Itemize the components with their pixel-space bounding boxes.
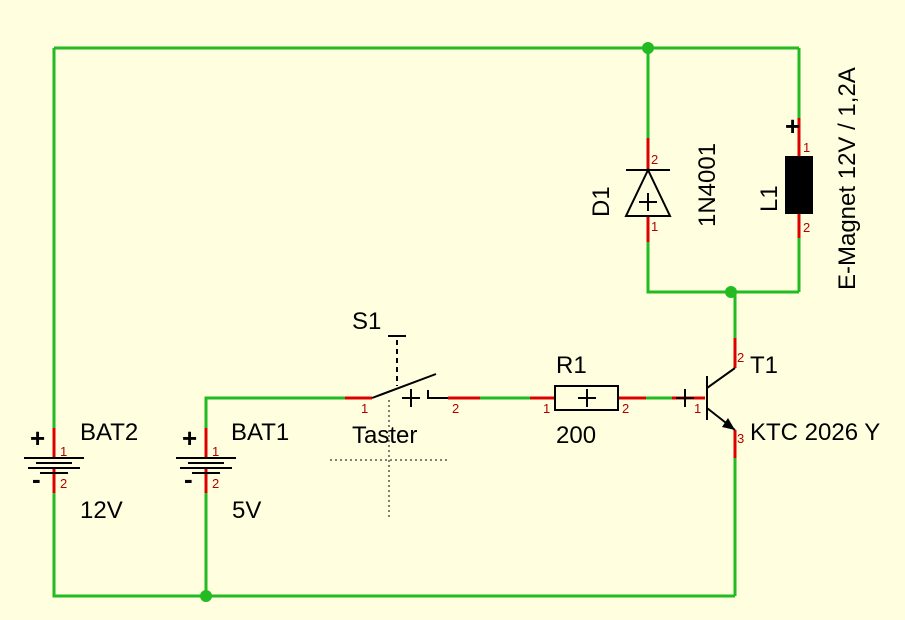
- coil-l1[interactable]: + 1 2 L1 E-Magnet 12V / 1,2A: [756, 67, 861, 290]
- t1-value: KTC 2026 Y: [750, 419, 880, 446]
- s1-pin1-number: 1: [361, 401, 368, 416]
- t1-pin1-number: 1: [694, 401, 701, 416]
- l1-reference: L1: [756, 185, 783, 212]
- t1-reference: T1: [750, 352, 778, 379]
- junction-dot: [642, 42, 654, 54]
- diode-triangle: [624, 167, 672, 217]
- bat2-minus-sign: -: [32, 464, 41, 494]
- bat1-pin2-number: 2: [212, 476, 219, 491]
- transistor-collector-line: [706, 367, 736, 389]
- d1-reference: D1: [588, 186, 615, 217]
- d1-pin1-number: 1: [651, 219, 658, 234]
- wires: [52, 42, 801, 602]
- s1-reference: S1: [352, 308, 381, 335]
- l1-plus-sign: +: [785, 111, 800, 141]
- r1-reference: R1: [556, 352, 587, 379]
- t1-pin3-number: 3: [737, 431, 744, 446]
- bat2-plus-sign: +: [30, 423, 45, 453]
- battery-bat2[interactable]: + - 1 2 BAT2 12V: [24, 419, 138, 524]
- bat2-value: 12V: [80, 497, 123, 524]
- switch-contact: [371, 373, 437, 399]
- switch-s1[interactable]: 1 2 S1 Taster: [330, 308, 480, 520]
- bat1-pin1-number: 1: [212, 444, 219, 459]
- l1-pin1-number: 1: [803, 140, 810, 155]
- battery-bat1[interactable]: + - 1 2 BAT1 5V: [176, 419, 289, 524]
- bat1-plus-sign: +: [182, 423, 197, 453]
- bat1-reference: BAT1: [231, 419, 289, 446]
- l1-pin2-number: 2: [803, 220, 810, 235]
- d1-value: 1N4001: [694, 143, 721, 227]
- bat1-minus-sign: -: [184, 464, 193, 494]
- bat2-pin1-number: 1: [60, 444, 67, 459]
- coil-body: [785, 156, 813, 214]
- bat2-pin2-number: 2: [60, 476, 67, 491]
- junction-dot: [725, 286, 737, 298]
- s1-value: Taster: [352, 422, 417, 449]
- wire-bat1-top: [204, 396, 345, 428]
- transistor-emitter-arrow: [722, 418, 735, 430]
- d1-pin2-number: 2: [651, 152, 658, 167]
- wire-diode-bottom: [646, 242, 799, 294]
- bat1-value: 5V: [232, 497, 261, 524]
- bat2-reference: BAT2: [80, 419, 138, 446]
- switch-stop: [427, 390, 448, 399]
- s1-pin2-number: 2: [452, 401, 459, 416]
- resistor-r1[interactable]: 1 2 R1 200: [530, 352, 646, 449]
- t1-pin2-number: 2: [737, 350, 744, 365]
- r1-pin2-number: 2: [622, 401, 629, 416]
- junction-dot: [200, 590, 212, 602]
- resistor-body: [554, 385, 619, 411]
- transistor-t1[interactable]: 1 2 3 T1 KTC 2026 Y: [672, 338, 880, 458]
- wire-left-lower: [52, 493, 735, 598]
- r1-pin1-number: 1: [543, 401, 550, 416]
- l1-value: E-Magnet 12V / 1,2A: [834, 67, 861, 290]
- diode-d1[interactable]: 2 1 D1 1N4001: [588, 138, 721, 242]
- r1-value: 200: [556, 422, 596, 449]
